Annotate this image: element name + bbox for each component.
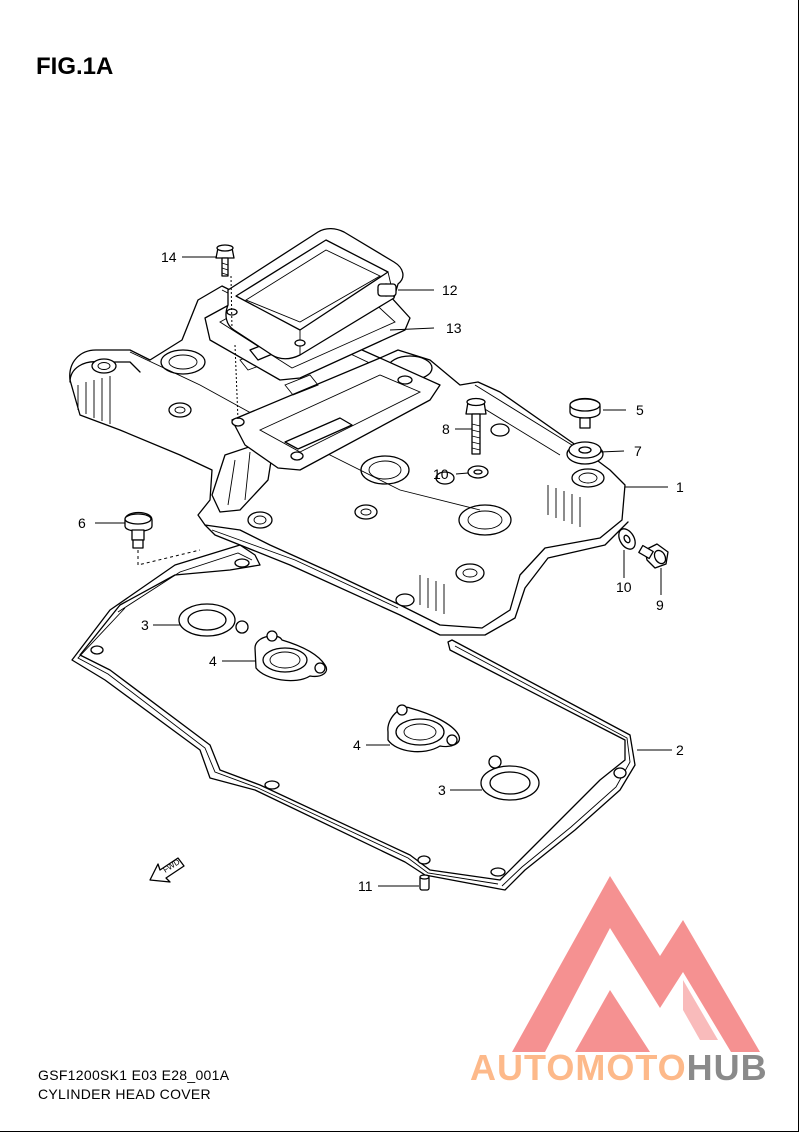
callout-9: 9 — [656, 597, 664, 613]
callout-5: 5 — [636, 402, 644, 418]
cover-bolt-9 — [638, 543, 669, 569]
callout-10a: 10 — [433, 466, 449, 482]
callout-13: 13 — [446, 320, 462, 336]
figure-title: FIG.1A — [36, 53, 113, 80]
callout-11: 11 — [358, 878, 373, 894]
callout-6: 6 — [78, 515, 86, 531]
cover-bolt-6 — [124, 511, 201, 566]
callout-numbers: 1 2 3 3 4 4 5 6 7 8 9 10 10 11 12 13 14 — [78, 249, 684, 894]
plug-hole-gasket-4b — [387, 704, 461, 753]
cover-bolt-8 — [465, 397, 487, 455]
callout-7: 7 — [634, 443, 642, 459]
watermark-logo — [512, 876, 760, 1052]
dowel-pin — [419, 874, 430, 891]
leader-lines — [95, 256, 672, 887]
callout-4a: 4 — [209, 653, 217, 669]
callout-12: 12 — [442, 282, 458, 298]
callout-3b: 3 — [438, 782, 446, 798]
callout-8: 8 — [442, 421, 450, 437]
plug-hole-gasket-3b — [480, 755, 540, 801]
forward-direction-arrow: FWD — [149, 857, 185, 883]
seal-washer — [566, 441, 604, 465]
cover-gasket — [71, 544, 636, 891]
callout-4b: 4 — [353, 737, 361, 753]
watermark-text-b: HUB — [687, 1047, 768, 1088]
callout-14: 14 — [161, 249, 177, 265]
callout-2: 2 — [676, 742, 684, 758]
washer-10b — [618, 528, 636, 550]
callout-10b: 10 — [616, 579, 632, 595]
watermark-text-a: AUTOMOTO — [470, 1047, 687, 1088]
figure-code: GSF1200SK1 E03 E28_001A — [38, 1067, 230, 1083]
breather-cover-bolt — [215, 244, 239, 421]
washer-10a — [467, 465, 489, 479]
plug-hole-gasket-3a — [178, 603, 249, 637]
cover-bolt-5 — [569, 397, 601, 429]
callout-1: 1 — [676, 479, 684, 495]
cylinder-head-cover — [69, 285, 629, 636]
plug-hole-gasket-4a — [254, 630, 328, 682]
watermark-text: AUTOMOTOHUB — [470, 1047, 768, 1088]
callout-3a: 3 — [141, 617, 149, 633]
figure-name: CYLINDER HEAD COVER — [38, 1086, 211, 1102]
